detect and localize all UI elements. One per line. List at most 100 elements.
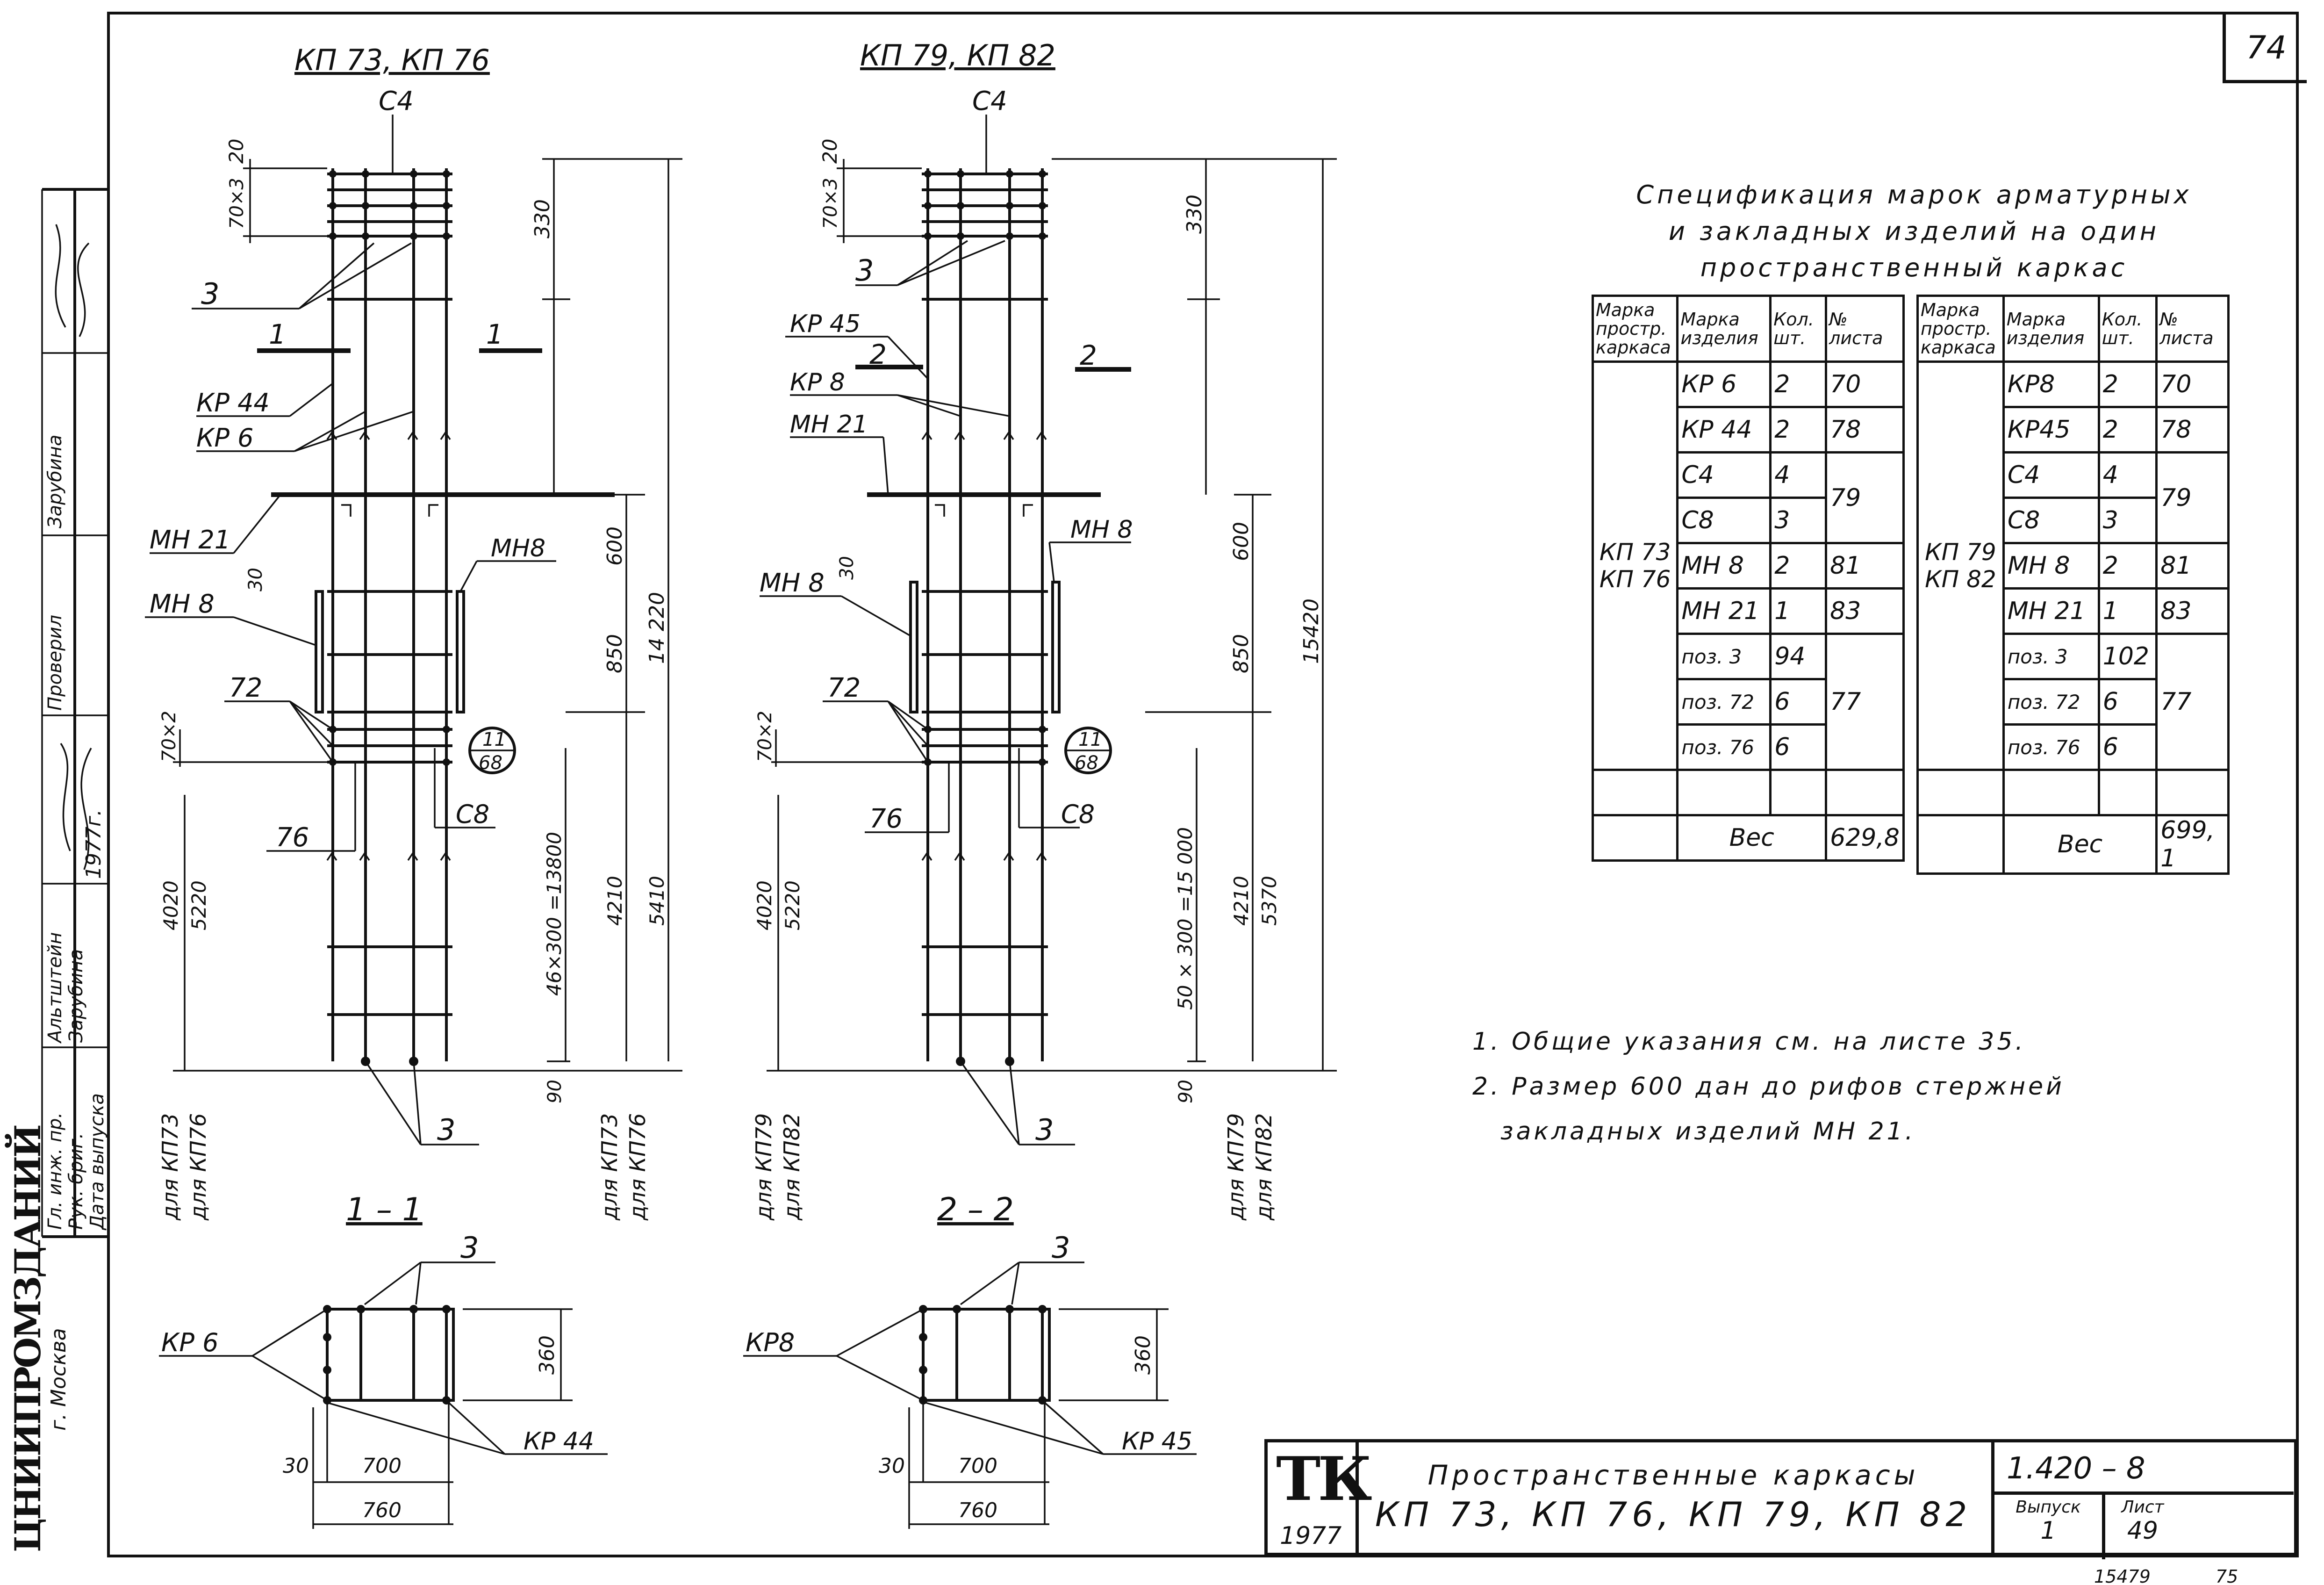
spec-table-left: Марка простр. каркаса Марка изделия Кол.… <box>1591 295 1905 862</box>
svg-text:5220: 5220 <box>781 880 804 930</box>
svg-text:20: 20 <box>818 139 841 164</box>
svg-text:11: 11 <box>1078 729 1102 750</box>
svg-text:20: 20 <box>225 139 248 164</box>
drawing-title-left: КП 73, КП 76 <box>294 43 490 77</box>
spec-table-right: Марка простр. каркаса Марка изделия Кол.… <box>1916 295 2230 875</box>
svg-text:КР 6: КР 6 <box>196 423 253 453</box>
svg-text:для КП73: для КП73 <box>597 1113 622 1221</box>
note-2: 2. Размер 600 дан до рифов стержней <box>1472 1073 2065 1101</box>
sheet-frame <box>107 12 2299 1557</box>
svg-text:КР8: КР8 <box>746 1328 795 1357</box>
spec-caption: Спецификация марок арматурных и закладны… <box>1636 180 2192 282</box>
svg-text:3: 3 <box>437 1113 455 1147</box>
svg-text:КР 45: КР 45 <box>790 310 861 338</box>
left-stamp <box>41 188 108 1238</box>
svg-text:3: 3 <box>1035 1113 1054 1147</box>
svg-text:50 × 300 =15 000: 50 × 300 =15 000 <box>1174 827 1197 1010</box>
mn8-plate <box>315 590 324 713</box>
stamp-checked: Проверил <box>44 614 66 711</box>
svg-text:1: 1 <box>486 318 503 350</box>
issue-cell: Выпуск 1 <box>1994 1495 2105 1559</box>
svg-text:С4: С4 <box>379 86 414 116</box>
note-2-cont: закладных изделий МН 21. <box>1500 1117 1916 1146</box>
mn8-plate <box>456 590 465 713</box>
drawing-title-right: КП 79, КП 82 <box>860 38 1055 72</box>
svg-text:КР 44: КР 44 <box>524 1427 594 1455</box>
svg-text:1 – 1: 1 – 1 <box>346 1191 423 1228</box>
svg-text:КР 44: КР 44 <box>196 388 270 418</box>
svg-text:С4: С4 <box>972 86 1007 116</box>
svg-text:5220: 5220 <box>187 880 210 930</box>
footer-left: 15479 <box>2094 1566 2151 1585</box>
svg-text:КР 45: КР 45 <box>1122 1427 1192 1455</box>
sheet-cell: Лист 49 <box>2121 1498 2164 1545</box>
svg-text:С8: С8 <box>456 800 489 829</box>
svg-text:5410: 5410 <box>646 876 668 926</box>
svg-text:МН8: МН8 <box>491 534 545 562</box>
svg-text:30: 30 <box>283 1454 309 1478</box>
svg-text:2 – 2: 2 – 2 <box>937 1191 1014 1228</box>
svg-text:для КП73: для КП73 <box>158 1113 183 1221</box>
svg-text:3: 3 <box>460 1231 479 1265</box>
svg-text:КР 8: КР 8 <box>790 368 845 396</box>
svg-text:70×3: 70×3 <box>820 178 841 229</box>
svg-text:4210: 4210 <box>603 876 626 926</box>
detail-callout <box>1064 727 1112 774</box>
svg-text:30: 30 <box>836 556 858 580</box>
svg-text:МН 8: МН 8 <box>1070 516 1133 544</box>
svg-text:850: 850 <box>603 634 627 673</box>
svg-text:для КП76: для КП76 <box>186 1113 211 1221</box>
detail-callout <box>468 727 516 774</box>
svg-text:72: 72 <box>229 673 262 703</box>
stamp-role-1: Гл. инж. пр. <box>44 1112 66 1230</box>
svg-text:360: 360 <box>535 1335 559 1375</box>
svg-text:11: 11 <box>482 729 506 750</box>
svg-text:360: 360 <box>1131 1335 1155 1375</box>
frame-kp79-text: КП 79, КП 82 С4 3 КР 45 2 2 КР 8 МН 21 М… <box>751 38 1323 1221</box>
section-2-2: 2 – 2 КР8 3 КР 45 360 30 700 760 <box>743 1191 1197 1529</box>
svg-text:3: 3 <box>201 277 219 311</box>
svg-text:2: 2 <box>869 339 887 370</box>
svg-text:КР 6: КР 6 <box>161 1328 218 1357</box>
mn8-plate <box>909 581 918 713</box>
svg-text:14 220: 14 220 <box>645 592 669 664</box>
svg-text:46×300 =13800: 46×300 =13800 <box>543 832 566 996</box>
svg-text:4020: 4020 <box>159 880 182 930</box>
drawing-title: Пространственные каркасы КП 73, КП 76, К… <box>1356 1442 1994 1553</box>
stamp-date: 1977г. <box>82 809 106 879</box>
stamp-role-2: Рук. бриг. <box>65 1132 87 1230</box>
svg-text:700: 700 <box>362 1454 402 1478</box>
svg-text:4020: 4020 <box>753 880 776 930</box>
svg-text:68: 68 <box>479 752 502 774</box>
svg-text:90: 90 <box>544 1080 566 1103</box>
svg-text:330: 330 <box>531 199 554 238</box>
svg-text:600: 600 <box>1229 522 1253 561</box>
sheet-number: 74 <box>2223 13 2307 83</box>
svg-text:600: 600 <box>603 526 627 566</box>
general-notes: 1. Общие указания см. на листе 35. 2. Ра… <box>1472 1019 2173 1154</box>
footer-right: 75 <box>2216 1566 2238 1585</box>
svg-text:70×2: 70×2 <box>754 711 776 762</box>
svg-text:для КП79: для КП79 <box>1223 1113 1248 1221</box>
svg-text:4210: 4210 <box>1230 876 1253 926</box>
svg-text:330: 330 <box>1183 195 1206 234</box>
svg-text:700: 700 <box>958 1454 997 1478</box>
stamp-checker: Зарубина <box>44 434 66 528</box>
stamp-role-3: Дата выпуска <box>86 1093 108 1230</box>
tk-logo: ТК 1977 <box>1268 1442 1372 1553</box>
svg-text:70×2: 70×2 <box>158 711 180 762</box>
svg-text:72: 72 <box>827 673 861 703</box>
title-block: ТК 1977 Пространственные каркасы КП 73, … <box>1264 1439 2297 1559</box>
rod-dots <box>329 170 450 1066</box>
section-1-1: 1 – 1 КР 6 3 КР 44 360 30 700 760 <box>159 1191 608 1529</box>
stamp-org: ЦНИИПРОМЗДАНИЙ <box>7 1126 49 1552</box>
svg-text:70×3: 70×3 <box>226 178 248 229</box>
specification: Спецификация марок арматурных и закладны… <box>1591 177 2237 949</box>
svg-text:15420: 15420 <box>1299 598 1323 664</box>
rod-dots <box>924 170 1046 1066</box>
svg-text:850: 850 <box>1229 634 1253 673</box>
stamp-city: г. Москва <box>47 1328 71 1431</box>
mn8-plate <box>1051 581 1061 713</box>
note-1: 1. Общие указания см. на листе 35. <box>1472 1028 2026 1056</box>
